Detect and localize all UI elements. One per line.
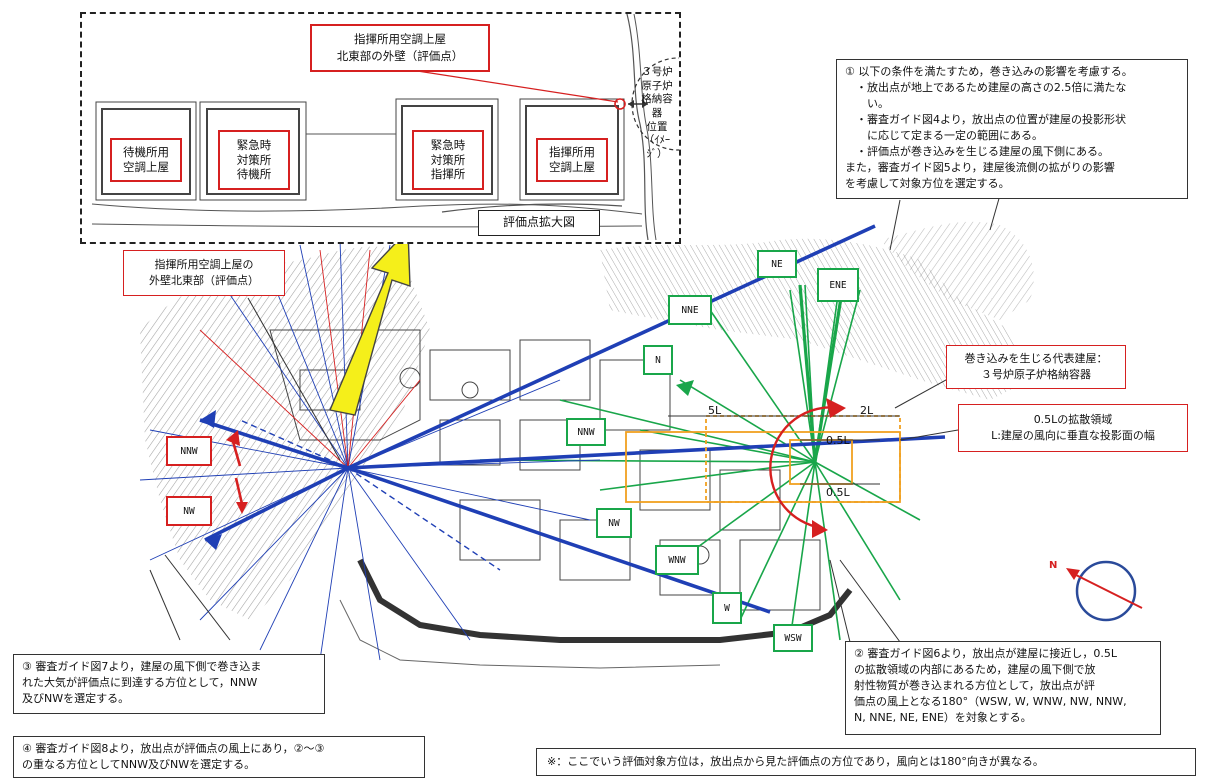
enlarged-view-panel: 指揮所用空調上屋 北東部の外壁（評価点） ３号炉 原子炉 格納容器 位置 （ｲﾒ… [80,12,681,244]
direction-label-nw-red: NW [166,496,212,526]
scale-label-5l: 5L [708,404,722,417]
rotation-arc [769,406,841,530]
compass [1066,560,1143,622]
evaluation-point-marker [614,98,626,110]
direction-label-n: N [643,345,673,375]
enlarged-view-label: 評価点拡大図 [478,210,600,236]
terrain [140,221,1034,620]
scale-regions [625,415,901,503]
footnote: ※：ここでいう評価対象方位は，放出点から見た評価点の方位であり，風向とは180°… [536,748,1196,776]
direction-label-nw: NW [596,508,632,538]
building-standby-hvac: 待機所用 空調上屋 [110,138,182,182]
direction-label-nnw-red: NNW [166,436,212,466]
north-label: N [1049,560,1058,571]
reactor-label: ３号炉 原子炉 格納容器 位置 （ｲﾒｰｼﾞ） [641,66,673,160]
inset-callout-title: 指揮所用空調上屋 北東部の外壁（評価点） [310,24,490,72]
note-3: ③ 審査ガイド図7より，建屋の風下側で巻き込ま れた大気が評価点に到達する方位と… [13,654,325,714]
direction-label-nne: NNE [668,295,712,325]
spread-region-callout: 0.5Lの拡散領域 L:建屋の風向に垂直な投影面の幅 [958,404,1188,452]
direction-label-wsw: WSW [773,624,813,652]
scale-label-2l: 2L [860,404,874,417]
direction-label-wnw: WNW [655,545,699,575]
building-emergency-command: 緊急時 対策所 指揮所 [412,130,484,190]
direction-label-ne: NE [757,250,797,278]
callout-leaders [149,194,1001,643]
building-command-hvac: 指揮所用 空調上屋 [536,138,608,182]
rep-building-callout: 巻き込みを生じる代表建屋： ３号炉原子炉格納容器 [946,345,1126,389]
note-1: ① 以下の条件を満たすため，巻き込みの影響を考慮する。 ・放出点が地上であるため… [836,59,1188,199]
direction-label-w: W [712,592,742,624]
seawall [357,558,853,643]
scale-label-05l-bottom: 0.5L [826,486,850,499]
eval-point-callout: 指揮所用空調上屋の 外壁北東部（評価点） [123,250,285,296]
note-4: ④ 審査ガイド図8より，放出点が評価点の風上にあり，②～③ の重なる方位としてN… [13,736,425,778]
scale-label-05l-top: 0.5L [826,434,850,447]
building-emergency-standby: 緊急時 対策所 待機所 [218,130,290,190]
direction-label-nnw: NNW [566,418,606,446]
note-2: ② 審査ガイド図6より，放出点が建屋に接近し，0.5L の拡散領域の内部にあるた… [845,641,1161,735]
enlarge-arrow [329,228,411,416]
direction-label-ene: ENE [817,268,859,302]
